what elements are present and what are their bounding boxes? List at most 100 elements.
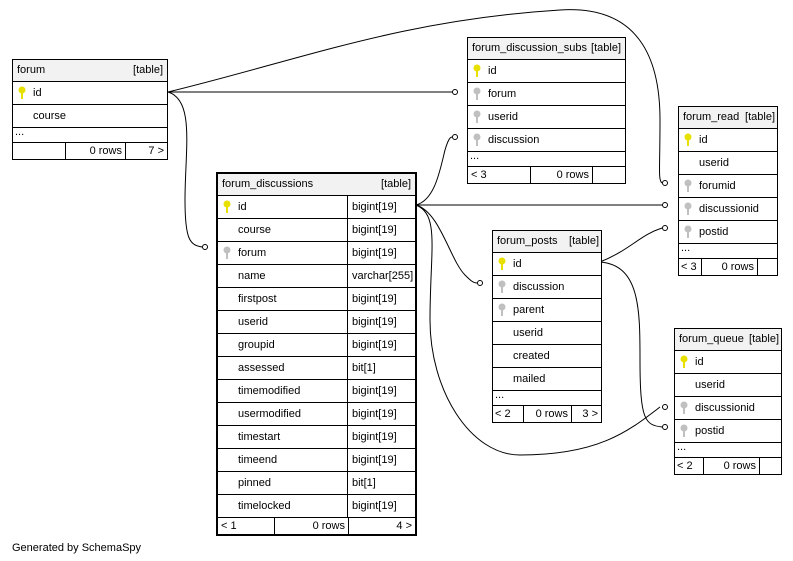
column-row: usermodified bigint[19]	[218, 403, 415, 426]
column-type-cell: bigint[19]	[347, 196, 415, 218]
foreign-key-icon	[680, 424, 688, 437]
column-type-cell: bigint[19]	[347, 426, 415, 448]
primary-key-icon	[223, 200, 231, 213]
column-type-cell: bigint[19]	[347, 449, 415, 471]
table-footer: < 3 0 rows	[679, 259, 777, 275]
column-type-cell: bigint[19]	[347, 495, 415, 517]
column-type: bigint[19]	[352, 316, 397, 328]
column-type-cell: bigint[19]	[347, 403, 415, 425]
column-type: bigint[19]	[352, 500, 397, 512]
table-forum-queue[interactable]: forum_queue [table] id userid discussion…	[674, 328, 782, 475]
table-tag: [table]	[591, 42, 621, 54]
edge-forum-to-discussions	[167, 91, 203, 248]
column-row: forumid	[679, 175, 777, 198]
table-forum-read[interactable]: forum_read [table] id userid forumid dis…	[678, 106, 778, 276]
row-count: 0 rows	[535, 408, 568, 420]
column-name: timestart	[238, 431, 281, 443]
foreign-key-icon	[498, 280, 506, 293]
column-type: bigint[19]	[352, 201, 397, 213]
edge-posts-to-queue	[599, 261, 663, 428]
column-type: bit[1]	[352, 477, 376, 489]
column-row: userid	[679, 152, 777, 175]
column-row: forum	[468, 83, 625, 106]
table-tag: [table]	[569, 235, 599, 247]
row-count: 0 rows	[312, 520, 345, 532]
column-name: course	[238, 224, 272, 236]
row-count: 0 rows	[556, 169, 589, 181]
table-name: forum_discussion_subs	[472, 42, 587, 54]
foreign-key-icon	[473, 110, 481, 123]
table-header: forum_read [table]	[679, 107, 777, 129]
foreign-key-icon	[498, 303, 506, 316]
column-row: userid	[493, 322, 601, 345]
foreign-key-icon	[684, 225, 692, 238]
foreign-key-icon	[473, 133, 481, 146]
more-columns: ...	[493, 389, 601, 406]
column-type: bigint[19]	[352, 431, 397, 443]
column-name: timeend	[238, 454, 278, 466]
column-type-cell: bigint[19]	[347, 334, 415, 356]
edge-posts-to-read	[599, 227, 663, 263]
row-count: 0 rows	[723, 460, 756, 472]
table-forum-posts[interactable]: forum_posts [table] id discussion parent…	[492, 230, 602, 423]
column-name: pinned	[238, 477, 272, 489]
column-row: parent	[493, 299, 601, 322]
edge-forum-to-forum-read	[167, 9, 663, 184]
table-footer: 0 rows 7 >	[13, 143, 167, 159]
more-columns: ...	[679, 242, 777, 259]
table-footer: < 3 0 rows	[468, 167, 625, 183]
more-columns: ...	[468, 150, 625, 167]
table-footer: < 2 0 rows	[675, 458, 781, 474]
column-type: bigint[19]	[352, 293, 397, 305]
column-row: userid	[468, 106, 625, 129]
table-tag: [table]	[133, 64, 163, 76]
foreign-key-icon	[223, 246, 231, 259]
primary-key-icon	[473, 64, 481, 77]
column-name: forum	[238, 247, 267, 259]
table-name: forum_read	[683, 111, 740, 123]
column-name: timelocked	[238, 500, 291, 512]
table-forum-discussion-subs[interactable]: forum_discussion_subs [table] id forum u…	[467, 37, 626, 184]
column-row: id	[675, 351, 781, 374]
column-name: assessed	[238, 362, 285, 374]
column-row: id	[679, 129, 777, 152]
table-header: forum_discussion_subs [table]	[468, 38, 625, 60]
column-row: discussionid	[679, 198, 777, 221]
column-type-cell: bigint[19]	[347, 288, 415, 310]
column-row: id	[493, 253, 601, 276]
column-name: course	[33, 110, 67, 122]
edge-discussions-to-posts	[415, 204, 478, 284]
foreign-key-icon	[684, 179, 692, 192]
column-type: bigint[19]	[352, 224, 397, 236]
column-row: created	[493, 345, 601, 368]
column-type: bigint[19]	[352, 385, 397, 397]
column-row: timelocked bigint[19]	[218, 495, 415, 518]
table-header: forum [table]	[13, 60, 167, 82]
column-name: name	[238, 270, 266, 282]
column-type: bigint[19]	[352, 408, 397, 420]
edge-discussions-to-subs	[415, 136, 453, 206]
column-row: name varchar[255]	[218, 265, 415, 288]
column-name: id	[33, 87, 42, 99]
column-name: usermodified	[238, 408, 301, 420]
edge-discussions-to-queue	[415, 204, 661, 456]
column-row: timestart bigint[19]	[218, 426, 415, 449]
column-type-cell: varchar[255]	[347, 265, 415, 287]
column-row: postid	[679, 221, 777, 244]
table-forum[interactable]: forum [table] id course ... 0 rows 7 >	[12, 59, 168, 160]
table-header: forum_posts [table]	[493, 231, 601, 253]
table-name: forum	[17, 64, 46, 76]
table-name: forum_posts	[497, 235, 558, 247]
column-row: discussion	[468, 129, 625, 152]
column-row: discussion	[493, 276, 601, 299]
column-type: bigint[19]	[352, 454, 397, 466]
column-name: id	[238, 201, 247, 213]
column-row: id bigint[19]	[218, 196, 415, 219]
column-row: course bigint[19]	[218, 219, 415, 242]
column-type: bigint[19]	[352, 247, 397, 259]
table-footer: < 2 0 rows 3 >	[495, 406, 598, 422]
column-row: discussionid	[675, 397, 781, 420]
